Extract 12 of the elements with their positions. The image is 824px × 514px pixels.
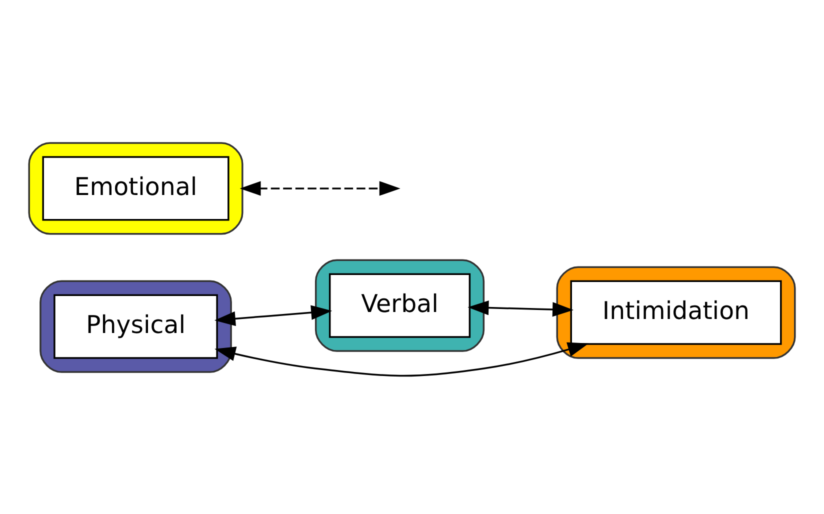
arrow [214, 342, 589, 376]
arrow [214, 304, 332, 326]
node-box: Verbal [328, 272, 471, 338]
arrow [468, 300, 574, 316]
node-box: Physical [54, 294, 218, 358]
cluster [314, 258, 485, 352]
cluster [28, 142, 244, 234]
node-box: Intimidation [570, 280, 782, 344]
cluster [40, 280, 232, 372]
node-box: Emotional [42, 156, 230, 220]
arrow [240, 180, 400, 196]
cluster [556, 266, 796, 358]
